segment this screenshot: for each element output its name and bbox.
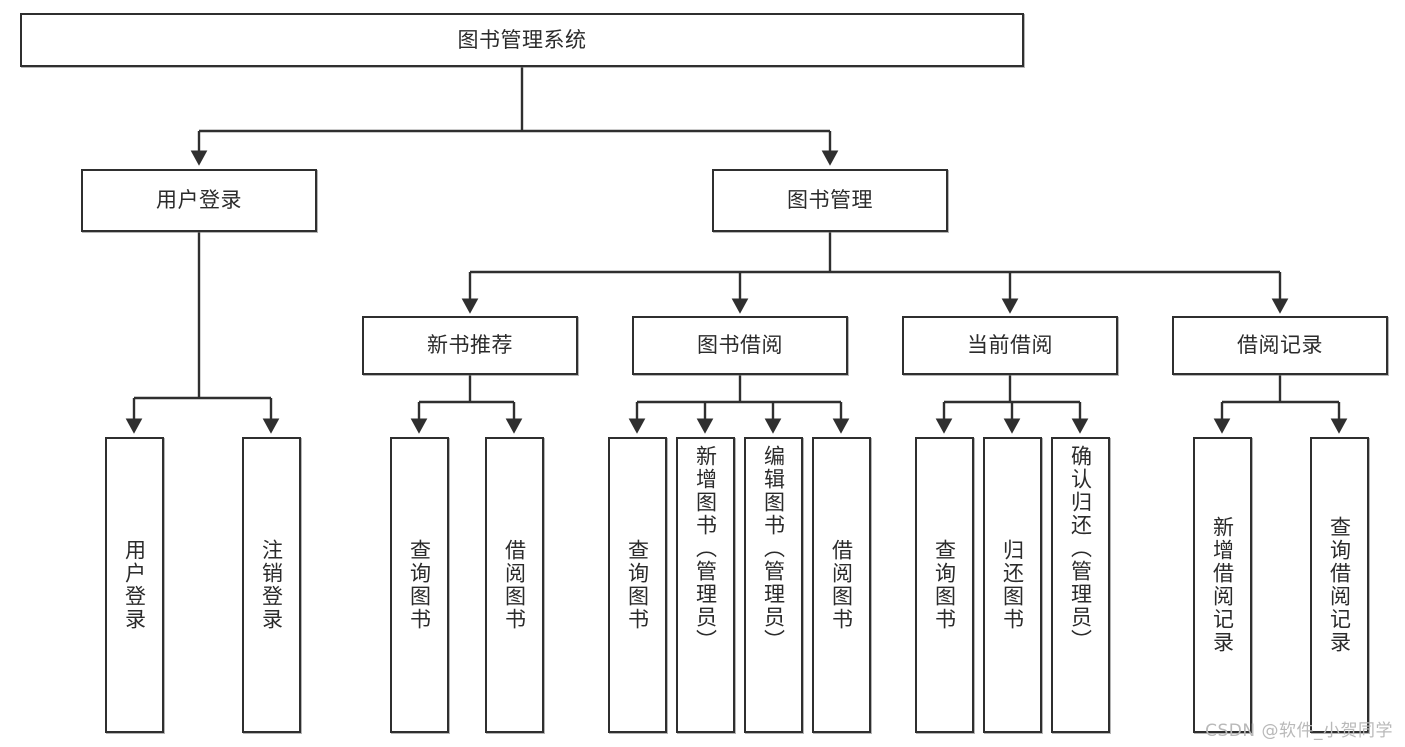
- node-new-book-recommend-label: 新书推荐: [427, 333, 513, 358]
- node-book-manage-label: 图书管理: [787, 188, 873, 213]
- node-leaf-query-book-2-label: 查询图书: [625, 539, 650, 631]
- node-leaf-borrow-book-2[interactable]: 借阅图书: [812, 437, 871, 733]
- node-leaf-query-book-3-label: 查询图书: [932, 539, 957, 631]
- node-leaf-add-record-label: 新增借阅记录: [1210, 516, 1235, 654]
- node-new-book-recommend[interactable]: 新书推荐: [362, 316, 578, 375]
- node-leaf-borrow-book-1[interactable]: 借阅图书: [485, 437, 544, 733]
- node-borrow-record[interactable]: 借阅记录: [1172, 316, 1388, 375]
- node-leaf-user-login[interactable]: 用户登录: [105, 437, 164, 733]
- node-leaf-borrow-book-1-label: 借阅图书: [502, 539, 527, 631]
- node-root-label: 图书管理系统: [457, 27, 587, 52]
- node-leaf-confirm-return[interactable]: 确认归还（管理员）: [1051, 437, 1110, 733]
- node-leaf-edit-book[interactable]: 编辑图书（管理员）: [744, 437, 803, 733]
- node-leaf-borrow-book-2-label: 借阅图书: [829, 539, 854, 631]
- node-book-manage[interactable]: 图书管理: [712, 169, 948, 232]
- node-user-login[interactable]: 用户登录: [81, 169, 317, 232]
- node-leaf-query-record[interactable]: 查询借阅记录: [1310, 437, 1369, 733]
- node-leaf-logout-login[interactable]: 注销登录: [242, 437, 301, 733]
- node-leaf-query-book-1[interactable]: 查询图书: [390, 437, 449, 733]
- node-borrow-record-label: 借阅记录: [1237, 333, 1323, 358]
- node-leaf-return-book[interactable]: 归还图书: [983, 437, 1042, 733]
- node-leaf-logout-login-label: 注销登录: [259, 539, 284, 631]
- watermark-text: CSDN @软件_小贺同学: [1205, 721, 1393, 741]
- node-leaf-query-book-2[interactable]: 查询图书: [608, 437, 667, 733]
- node-leaf-query-book-3[interactable]: 查询图书: [915, 437, 974, 733]
- node-book-borrow-label: 图书借阅: [697, 333, 783, 358]
- node-leaf-query-book-1-label: 查询图书: [407, 539, 432, 631]
- node-user-login-label: 用户登录: [156, 188, 242, 213]
- node-leaf-add-book[interactable]: 新增图书（管理员）: [676, 437, 735, 733]
- node-leaf-user-login-label: 用户登录: [122, 539, 147, 631]
- node-leaf-add-record[interactable]: 新增借阅记录: [1193, 437, 1252, 733]
- node-leaf-add-book-label: 新增图书（管理员）: [693, 445, 718, 652]
- node-leaf-confirm-return-label: 确认归还（管理员）: [1068, 445, 1093, 652]
- node-leaf-query-record-label: 查询借阅记录: [1327, 516, 1352, 654]
- node-current-borrow-label: 当前借阅: [967, 333, 1053, 358]
- node-root[interactable]: 图书管理系统: [20, 13, 1024, 67]
- node-leaf-edit-book-label: 编辑图书（管理员）: [761, 445, 786, 652]
- node-leaf-return-book-label: 归还图书: [1000, 539, 1025, 631]
- node-current-borrow[interactable]: 当前借阅: [902, 316, 1118, 375]
- node-book-borrow[interactable]: 图书借阅: [632, 316, 848, 375]
